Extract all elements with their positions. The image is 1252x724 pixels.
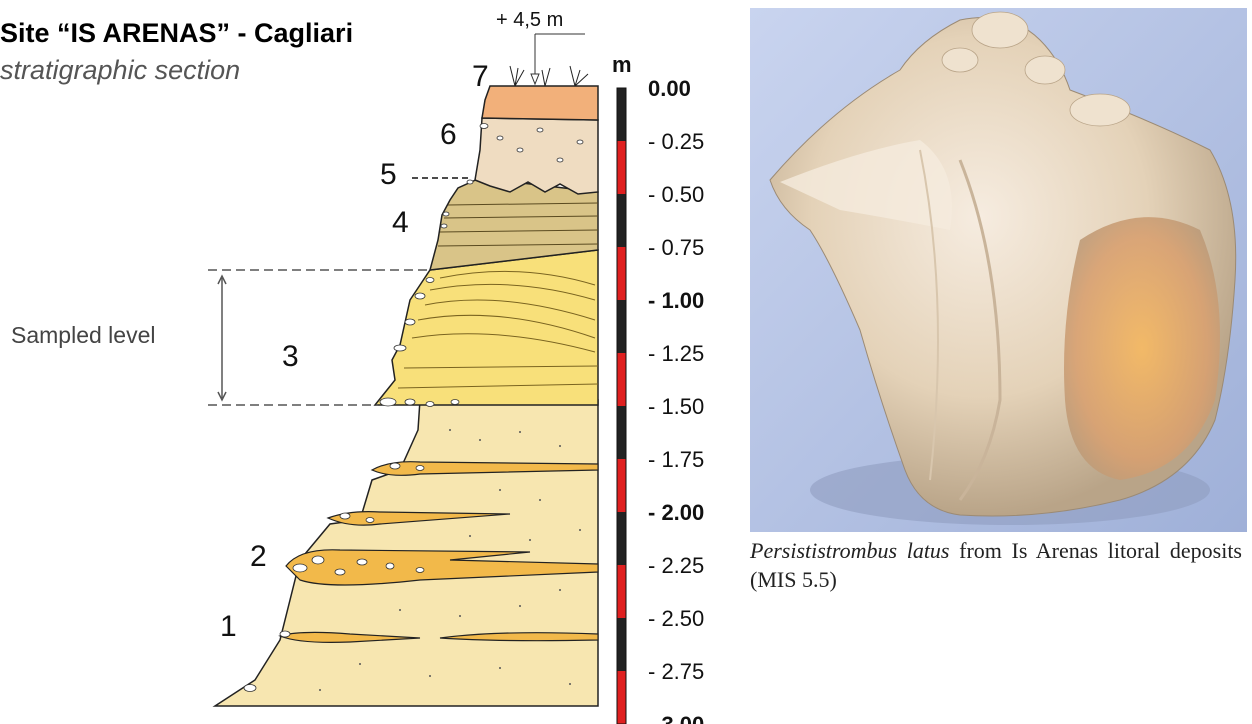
elevation-pointer [531, 34, 585, 84]
scale-tick-label: - 1.50 [648, 394, 704, 419]
scale-segment [617, 300, 626, 353]
scale-tick-label: - 1.75 [648, 447, 704, 472]
scale-segment [617, 671, 626, 724]
scale-tick-label: - 0.50 [648, 182, 704, 207]
scale-tick-labels: 0.00 - 0.25 - 0.50 - 0.75 - 1.00 - 1.25 - 1.50… [648, 76, 704, 724]
scale-tick-label: - 0.25 [648, 129, 704, 154]
scale-segment [617, 618, 626, 671]
scale-segment [617, 459, 626, 512]
layer-7-soil [482, 86, 598, 120]
scale-tick-label: - 0.75 [648, 235, 704, 260]
caption-species: Persististrombus latus [750, 538, 950, 563]
scale-tick-label: - 2.75 [648, 659, 704, 684]
grass-tufts [510, 66, 588, 86]
scale-segment [617, 88, 626, 141]
scale-unit-label: m [612, 52, 632, 77]
section-column [215, 66, 598, 706]
layer-number-3: 3 [282, 340, 299, 373]
layer-number-5: 5 [380, 158, 397, 191]
layer-number-7: 7 [472, 60, 489, 93]
layer-number-2: 2 [250, 540, 267, 573]
scale-segment [617, 247, 626, 300]
scale-segment [617, 194, 626, 247]
scale-tick-label: - 2.50 [648, 606, 704, 631]
layer-number-1: 1 [220, 610, 237, 643]
layer-6-beach-sand [475, 118, 598, 194]
layer-number-4: 4 [392, 206, 409, 239]
scale-tick-label: - 1.00 [648, 288, 704, 313]
layer-3-sampled-sand [375, 250, 598, 405]
scale-tick-label: 0.00 [648, 76, 691, 101]
shell-photo [750, 8, 1247, 532]
scale-segment [617, 353, 626, 406]
layer-number-6: 6 [440, 118, 457, 151]
scale-tick-label: - 1.25 [648, 341, 704, 366]
scale-segment [617, 406, 626, 459]
scale-segment [617, 141, 626, 194]
scale-tick-label: - 3.00 [648, 712, 704, 724]
scale-segment [617, 565, 626, 618]
depth-scale-bar [617, 88, 626, 724]
scale-tick-label: - 2.25 [648, 553, 704, 578]
scale-segment [617, 512, 626, 565]
scale-tick-label: - 2.00 [648, 500, 704, 525]
elevation-label: + 4,5 m [496, 9, 563, 31]
photo-caption: Persististrombus latus from Is Arenas li… [750, 536, 1242, 594]
